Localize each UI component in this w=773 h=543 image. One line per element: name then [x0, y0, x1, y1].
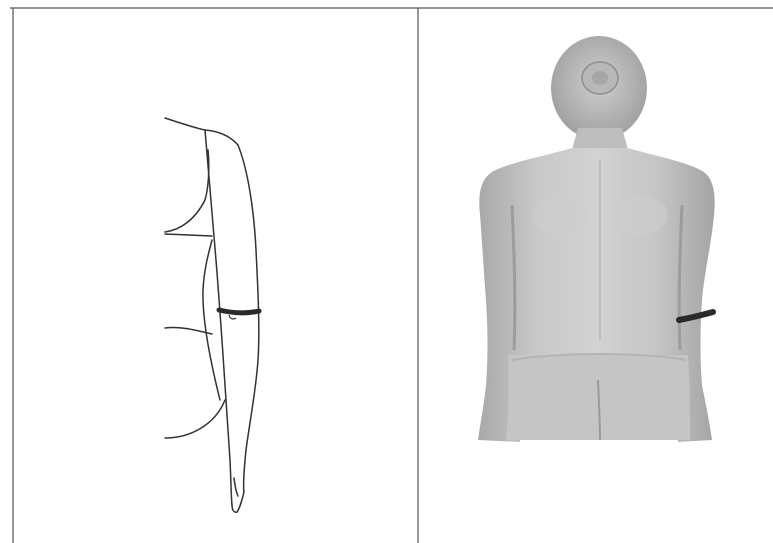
arm-back-outline	[238, 145, 259, 492]
shoulder-outline	[165, 118, 238, 145]
scan-neck	[572, 128, 628, 150]
hair-bun-center	[592, 71, 608, 85]
left-scapula	[532, 195, 588, 235]
torso-side-line	[203, 240, 220, 400]
body-scan-panel	[419, 0, 773, 543]
arm-front-outline	[205, 130, 232, 505]
side-view-line-drawing	[14, 0, 417, 543]
band-clip	[229, 315, 236, 319]
line-drawing-panel	[14, 0, 417, 543]
bust-upper-line	[165, 150, 209, 232]
arm-band-marker	[219, 310, 259, 313]
bust-band-line	[165, 234, 212, 236]
back-view-body-scan	[419, 0, 773, 543]
hip-line	[165, 400, 225, 438]
right-scapula	[612, 195, 668, 235]
finger-line	[234, 478, 238, 496]
